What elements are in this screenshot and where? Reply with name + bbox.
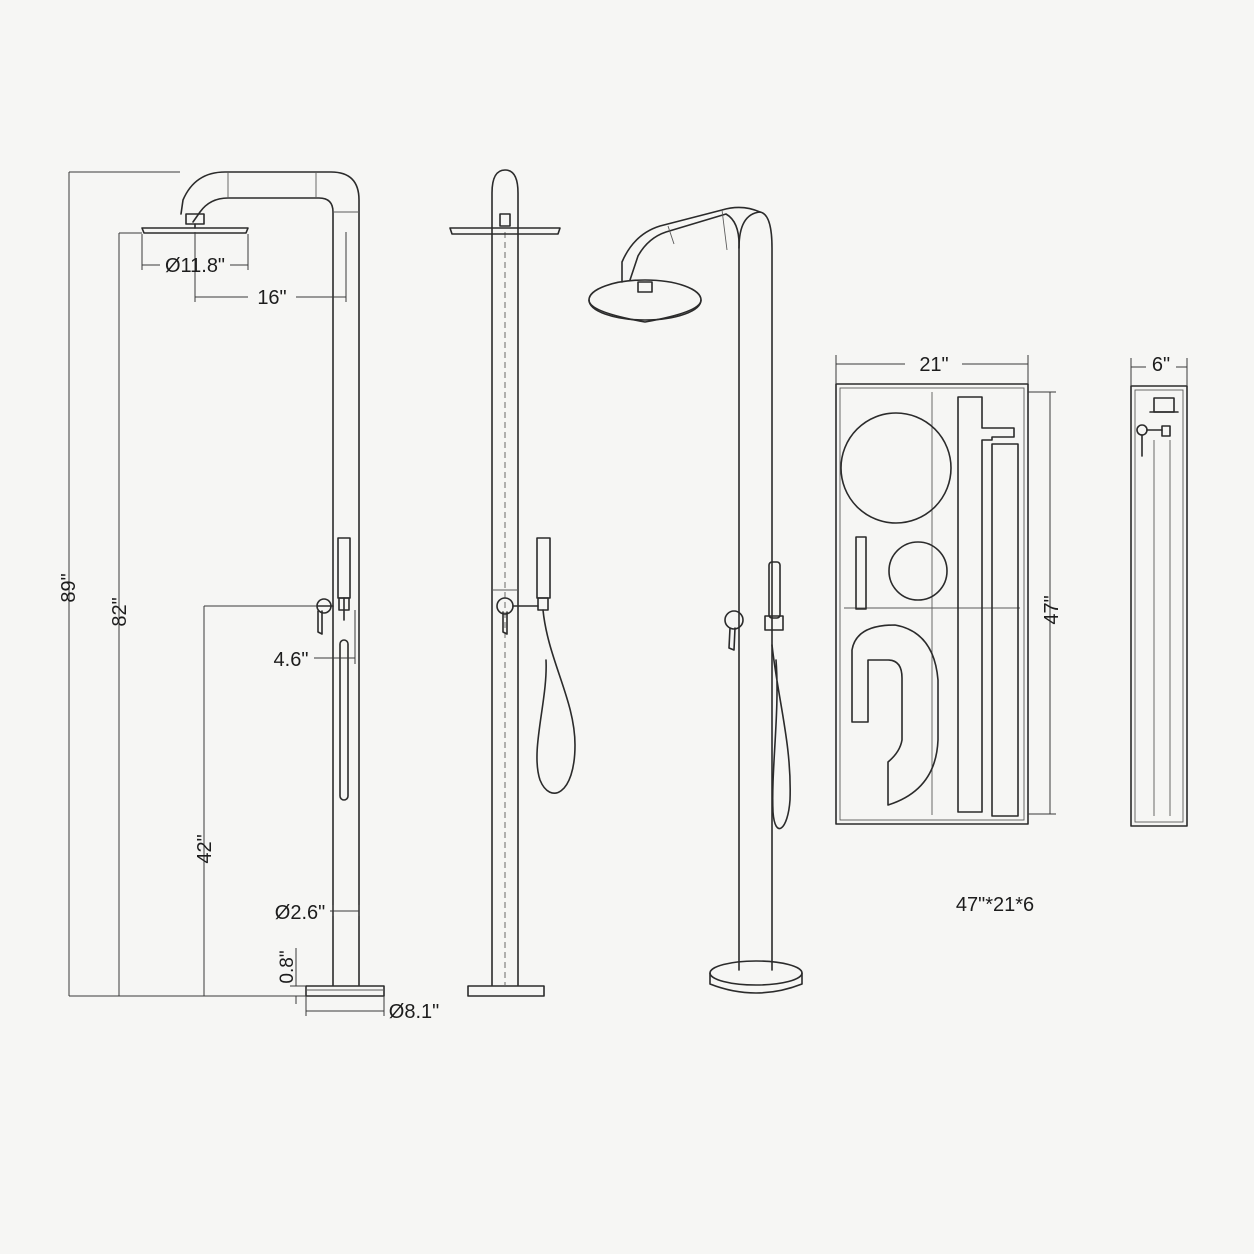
dim-valve-offset: 4.6": [274, 649, 309, 671]
dim-total-height: 89": [58, 573, 80, 602]
box-width-dim: [835, 355, 1056, 815]
dim-box-height: 47": [1041, 595, 1063, 624]
side-view-shower: [449, 169, 576, 997]
package-box-side: [1130, 385, 1188, 827]
dim-base-diameter: Ø8.1": [389, 1001, 439, 1023]
dim-head-diameter: Ø11.8": [165, 255, 225, 277]
dim-box-width: 21": [919, 354, 948, 376]
dim-pipe-diameter: Ø2.6": [275, 902, 325, 924]
dim-base-thickness: 0.8": [277, 950, 298, 983]
dim-arm-reach: 16": [257, 287, 286, 309]
dim-head-height: 82": [109, 597, 131, 626]
dim-valve-height: 42": [194, 834, 216, 863]
dimension-lines: [68, 171, 385, 1016]
box-depth-dim: [1130, 358, 1188, 386]
package-box-front: [835, 383, 1029, 825]
front-view-shower: [141, 171, 385, 997]
perspective-view-shower: [588, 206, 803, 994]
package-size-label: 47"*21*6: [956, 894, 1034, 916]
dim-box-depth: 6": [1152, 354, 1170, 376]
